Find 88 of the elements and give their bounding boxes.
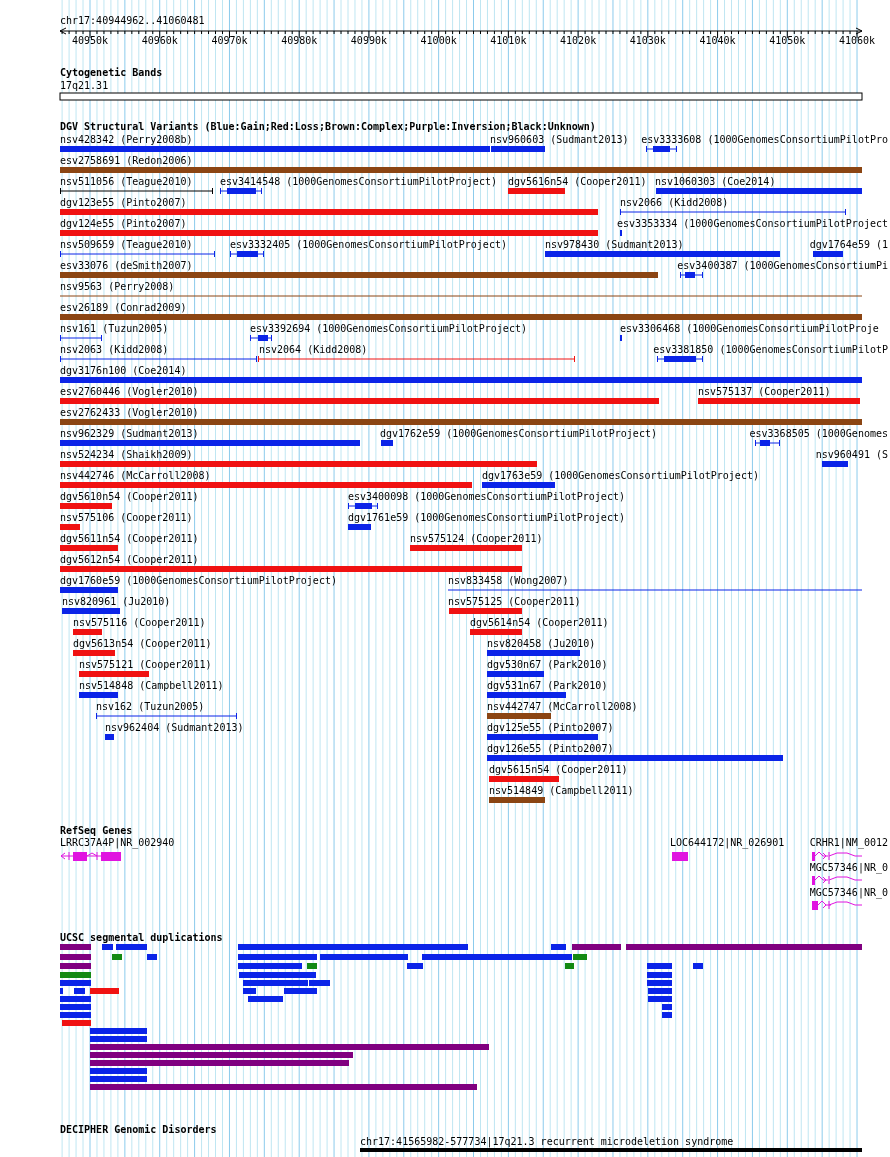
variant-label: esv2762433 (Vogler2010)	[60, 407, 199, 418]
variant-label: dgv5615n54 (Cooper2011)	[489, 764, 628, 775]
variant-label: esv2760446 (Vogler2010)	[60, 386, 199, 397]
variant-label: dgv1760e59 (1000GenomesConsortiumPilotProject)	[60, 575, 337, 586]
tick-label: 40960k	[141, 35, 178, 46]
variant-label: nsv162 (Tuzun2005)	[96, 701, 205, 712]
variant-label: nsv575124 (Cooper2011)	[410, 533, 543, 544]
variant-label: nsv833458 (Wong2007)	[448, 575, 569, 586]
tick-label: 41000k	[420, 35, 457, 46]
variant-label: esv3353334 (1000GenomesConsortiumPilotProject	[617, 218, 888, 229]
variant-label: nsv960603 (Sudmant2013)	[490, 134, 629, 145]
variant-label: nsv820961 (Ju2010)	[62, 596, 171, 607]
variant-label: esv3306468 (1000GenomesConsortiumPilotProje	[620, 323, 879, 334]
tick-label: 40970k	[211, 35, 248, 46]
variant-label: nsv575116 (Cooper2011)	[73, 617, 206, 628]
variant-label: dgv1764e59 (1	[809, 239, 888, 250]
variant-label: esv3332405 (1000GenomesConsortiumPilotProject)	[230, 239, 507, 250]
variant-label: esv33076 (deSmith2007)	[60, 260, 193, 271]
track-title: DECIPHER Genomic Disorders	[60, 1124, 217, 1135]
variant-label: dgv5612n54 (Cooper2011)	[60, 554, 199, 565]
variant-label: esv3392694 (1000GenomesConsortiumPilotProject)	[250, 323, 527, 334]
variant-label: nsv2063 (Kidd2008)	[60, 344, 169, 355]
variant-label: nsv962404 (Sudmant2013)	[105, 722, 244, 733]
variant-label: esv3414548 (1000GenomesConsortiumPilotProject)	[220, 176, 497, 187]
variant-label: nsv575125 (Cooper2011)	[448, 596, 581, 607]
variant-label: nsv442747 (McCarroll2008)	[487, 701, 638, 712]
tick-label: 41030k	[629, 35, 666, 46]
variant-label: nsv524234 (Shaikh2009)	[60, 449, 193, 460]
variant-label: nsv820458 (Ju2010)	[487, 638, 596, 649]
variant-label: dgv5616n54 (Cooper2011)	[508, 176, 647, 187]
disorder-label: chr17:41565982-577734|17q21.3 recurrent microdeletion syndrome	[360, 1136, 734, 1147]
variant-label: dgv1762e59 (1000GenomesConsortiumPilotProject)	[380, 428, 657, 439]
variant-label: nsv428342 (Perry2008b)	[60, 134, 193, 145]
variant-label: nsv2064 (Kidd2008)	[259, 344, 368, 355]
variant-label: nsv960491 (S	[815, 449, 888, 460]
variant-label: nsv9563 (Perry2008)	[60, 281, 175, 292]
gene-label: CRHR1|NM_0012	[809, 837, 888, 848]
variant-label: nsv161 (Tuzun2005)	[60, 323, 169, 334]
variant-label: esv2758691 (Redon2006)	[60, 155, 193, 166]
variant-label: nsv511056 (Teague2010)	[60, 176, 193, 187]
gene-label: LRRC37A4P|NR_002940	[60, 837, 175, 848]
gene-label: MGC57346|NR_0	[809, 862, 888, 873]
gene-label: MGC57346|NR_0	[809, 887, 888, 898]
track-title: DGV Structural Variants (Blue:Gain;Red:Loss;Brown:Complex;Purple:Inversion;Black:Unknown)	[60, 121, 596, 132]
variant-label: dgv531n67 (Park2010)	[487, 680, 608, 691]
variant-label: dgv123e55 (Pinto2007)	[60, 197, 187, 208]
variant-label: dgv5610n54 (Cooper2011)	[60, 491, 199, 502]
variant-label: nsv962329 (Sudmant2013)	[60, 428, 199, 439]
tick-label: 41060k	[838, 35, 876, 46]
tick-label: 40980k	[281, 35, 318, 46]
variant-label: esv3400387 (1000GenomesConsortiumPi	[677, 260, 888, 271]
variant-label: dgv3176n100 (Coe2014)	[60, 365, 187, 376]
tick-label: 41010k	[490, 35, 527, 46]
tick-label: 40950k	[71, 35, 109, 46]
gene-label: LOC644172|NR_026901	[670, 837, 785, 848]
track-title: RefSeq Genes	[60, 825, 133, 836]
band-label: 17q21.31	[60, 80, 109, 91]
variant-label: dgv125e55 (Pinto2007)	[487, 722, 614, 733]
position-label: chr17:40944962..41060481	[60, 15, 205, 26]
tick-label: 40990k	[350, 35, 387, 46]
variant-label: nsv514849 (Campbell2011)	[489, 785, 634, 796]
variant-label: esv3368505 (1000Genomes	[749, 428, 888, 439]
tick-label: 41050k	[769, 35, 806, 46]
variant-label: nsv2066 (Kidd2008)	[620, 197, 729, 208]
variant-label: dgv1763e59 (1000GenomesConsortiumPilotProject)	[482, 470, 759, 481]
variant-label: nsv575137 (Cooper2011)	[698, 386, 831, 397]
variant-label: nsv575121 (Cooper2011)	[79, 659, 212, 670]
variant-label: esv3400098 (1000GenomesConsortiumPilotProject)	[348, 491, 625, 502]
variant-label: dgv1761e59 (1000GenomesConsortiumPilotProject)	[348, 512, 625, 523]
track-title: UCSC segmental duplications	[60, 932, 223, 943]
variant-label: esv26189 (Conrad2009)	[60, 302, 187, 313]
variant-label: nsv575106 (Cooper2011)	[60, 512, 193, 523]
variant-label: nsv1060303 (Coe2014)	[655, 176, 776, 187]
variant-label: esv3333608 (1000GenomesConsortiumPilotPro	[641, 134, 888, 145]
variant-label: dgv530n67 (Park2010)	[487, 659, 608, 670]
variant-label: dgv124e55 (Pinto2007)	[60, 218, 187, 229]
variant-label: dgv5613n54 (Cooper2011)	[73, 638, 212, 649]
variant-label: nsv978430 (Sudmant2013)	[545, 239, 684, 250]
tick-label: 41020k	[560, 35, 597, 46]
variant-label: nsv509659 (Teague2010)	[60, 239, 193, 250]
variant-label: nsv442746 (McCarroll2008)	[60, 470, 211, 481]
variant-label: dgv126e55 (Pinto2007)	[487, 743, 614, 754]
variant-label: nsv514848 (Campbell2011)	[79, 680, 224, 691]
variant-label: dgv5611n54 (Cooper2011)	[60, 533, 199, 544]
tick-label: 41040k	[699, 35, 736, 46]
track-title: Cytogenetic Bands	[60, 67, 163, 78]
variant-label: dgv5614n54 (Cooper2011)	[470, 617, 609, 628]
variant-label: esv3381850 (1000GenomesConsortiumPilotP	[653, 344, 888, 355]
